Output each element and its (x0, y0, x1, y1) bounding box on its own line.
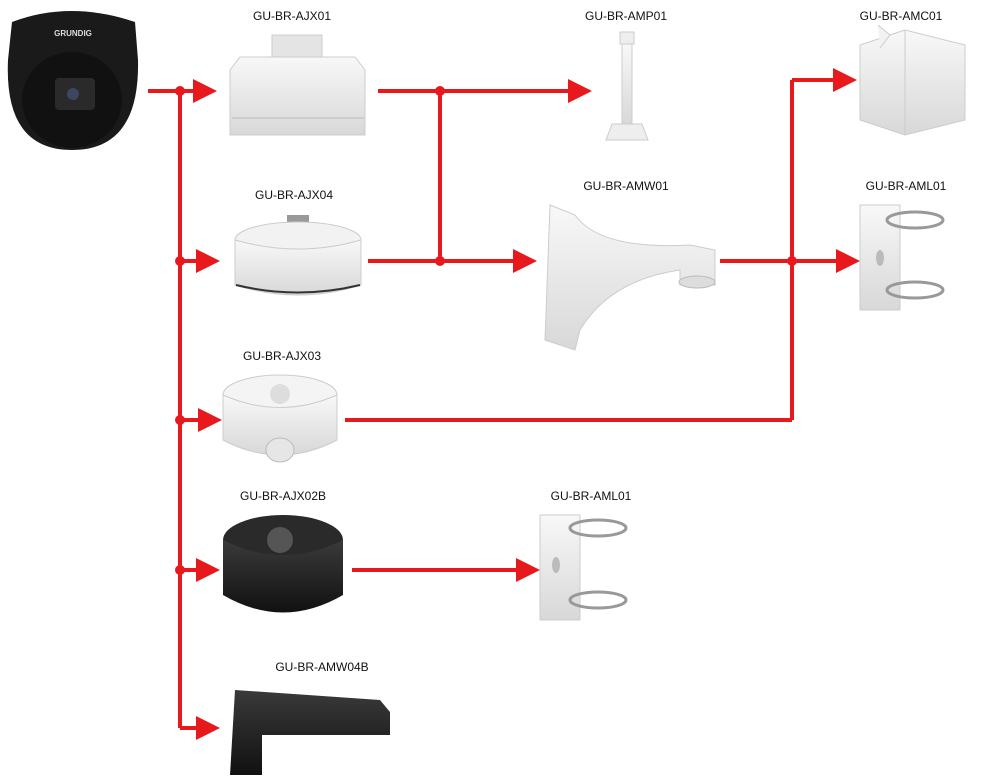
label-amp01: GU-BR-AMP01 (584, 9, 668, 23)
dome-camera-image: GRUNDIG (7, 11, 139, 150)
label-ajx01: GU-BR-AJX01 (252, 9, 332, 23)
label-ajx02b: GU-BR-AJX02B (239, 489, 327, 503)
label-ajx04: GU-BR-AJX04 (254, 188, 334, 202)
ajx04-image (234, 215, 362, 296)
label-amc01: GU-BR-AMC01 (859, 9, 943, 23)
label-amw04b: GU-BR-AMW04B (275, 660, 369, 674)
amw01-image (544, 204, 716, 351)
ajx03-image (222, 374, 338, 463)
label-ajx03: GU-BR-AJX03 (242, 349, 322, 363)
ajx01-image (229, 34, 366, 136)
amc01-image (859, 24, 966, 136)
ajx02b-image (223, 515, 343, 613)
svg-text:GRUNDIG: GRUNDIG (54, 29, 92, 38)
aml01-bottom-image (539, 514, 628, 621)
amw04b-image (230, 690, 390, 775)
aml01-top-image (859, 204, 945, 311)
junction-dots (175, 86, 797, 575)
label-amw01: GU-BR-AMW01 (583, 179, 669, 193)
label-aml01-bottom: GU-BR-AML01 (550, 489, 632, 503)
amp01-image (605, 31, 649, 141)
label-aml01-top: GU-BR-AML01 (865, 179, 947, 193)
